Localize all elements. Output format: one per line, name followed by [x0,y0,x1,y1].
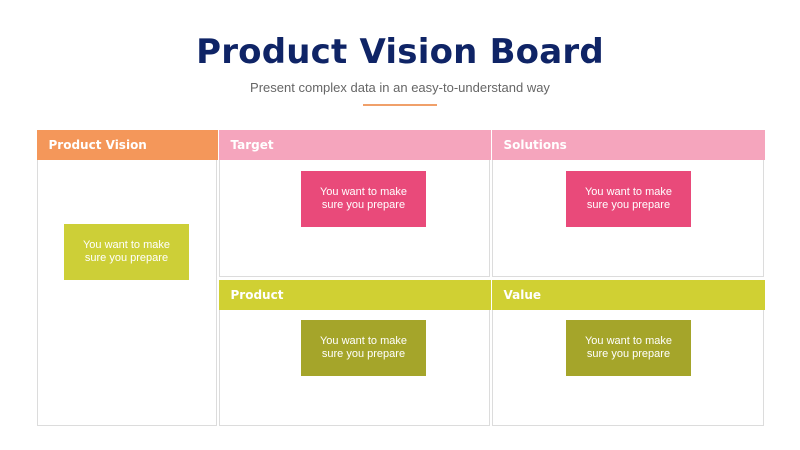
page-title: Product Vision Board [196,32,604,72]
sticky-note: You want to make sure you prepare [566,320,691,376]
panel-product-vision: Product Vision You want to make sure you… [36,129,218,426]
panel-product: Product You want to make sure you prepar… [218,279,491,426]
panel-header-value: Value [491,279,765,310]
sticky-note: You want to make sure you prepare [566,171,691,227]
panel-header-solutions: Solutions [491,129,765,160]
panel-value: Value You want to make sure you prepare [491,279,765,426]
panel-label: Target [230,137,274,152]
panel-label: Value [503,287,542,302]
panel-target: Target You want to make sure you prepare [218,129,491,277]
panel-header-target: Target [218,129,491,160]
page-subtitle: Present complex data in an easy-to-under… [250,80,550,95]
title-underline [363,104,437,106]
panel-label: Product [230,287,284,302]
panel-header-product: Product [218,279,491,310]
sticky-note: You want to make sure you prepare [64,224,189,280]
panel-label: Product Vision [48,137,147,152]
panel-label: Solutions [503,137,567,152]
panel-solutions: Solutions You want to make sure you prep… [491,129,765,277]
panel-header-product-vision: Product Vision [36,129,218,160]
sticky-note: You want to make sure you prepare [301,320,426,376]
sticky-note: You want to make sure you prepare [301,171,426,227]
